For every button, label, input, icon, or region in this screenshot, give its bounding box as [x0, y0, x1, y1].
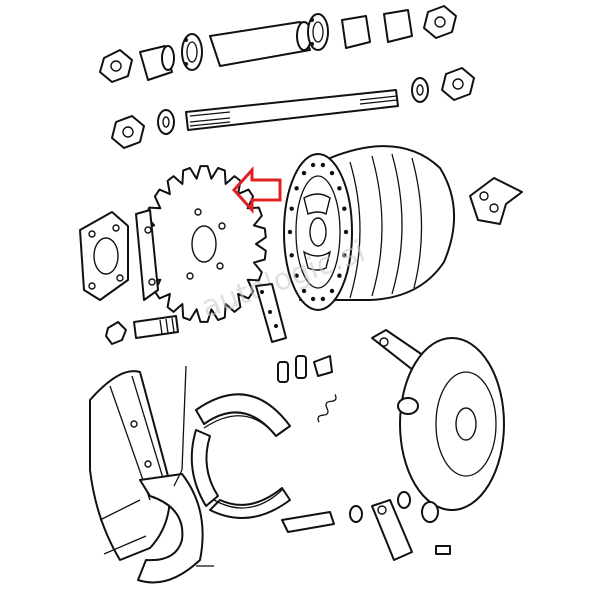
- clamp-band: [137, 473, 204, 584]
- spoke-hole: [310, 162, 316, 168]
- spoke-hole: [329, 288, 335, 294]
- brake-cam-pin: [281, 511, 335, 533]
- drive-chain-segment: [255, 283, 287, 343]
- brake-backplate: [399, 337, 505, 511]
- cam-plate: [469, 177, 523, 225]
- spoke-hole: [287, 229, 293, 235]
- bolt: [105, 315, 179, 345]
- spoke-hole: [310, 296, 316, 302]
- spacer-ring: [341, 15, 371, 49]
- cam-shaft-boss: [397, 397, 419, 415]
- brake-plate: [371, 329, 505, 511]
- spoke-hole: [301, 288, 307, 294]
- brake-lever: [371, 499, 413, 561]
- spoke-hole: [342, 206, 347, 211]
- spoke-hole: [289, 206, 294, 211]
- chain-link-clip: [277, 355, 333, 383]
- brake-cable-rod: [173, 365, 187, 487]
- brake-shoes: [190, 393, 291, 519]
- ball-bearing-left: [181, 33, 203, 71]
- spoke-hole: [343, 229, 349, 235]
- lock-plate: [135, 209, 159, 301]
- spoke-hole: [337, 186, 342, 191]
- washer: [397, 491, 411, 509]
- chain-guard: [89, 370, 171, 561]
- axle-rod: [185, 89, 399, 131]
- spacer-ring-2: [383, 9, 413, 43]
- spoke-hole: [301, 170, 307, 176]
- wheel-hub: [283, 145, 456, 311]
- spoke-hole: [294, 273, 299, 278]
- ball-bearing-right: [307, 13, 329, 51]
- spoke-hole: [320, 162, 326, 168]
- spoke-hole: [320, 296, 326, 302]
- spoke-hole: [329, 170, 335, 176]
- nut: [421, 501, 439, 523]
- axle-rod-assembly: [111, 67, 475, 149]
- spoke-hole: [294, 186, 299, 191]
- washer: [349, 505, 363, 523]
- brake-spring: [317, 394, 337, 423]
- small-pin: [435, 545, 451, 555]
- spoke-hole: [342, 253, 347, 258]
- spoke-hole: [289, 253, 294, 258]
- gasket-plate: [79, 209, 159, 301]
- front-axle-assembly: [99, 5, 457, 83]
- sprocket-center-hole: [191, 225, 217, 263]
- spoke-hole: [337, 273, 342, 278]
- spoke-holes: [287, 162, 349, 302]
- highlight-arrow: [231, 166, 282, 214]
- sprocket[interactable]: [141, 165, 267, 323]
- axle-tube: [209, 21, 311, 67]
